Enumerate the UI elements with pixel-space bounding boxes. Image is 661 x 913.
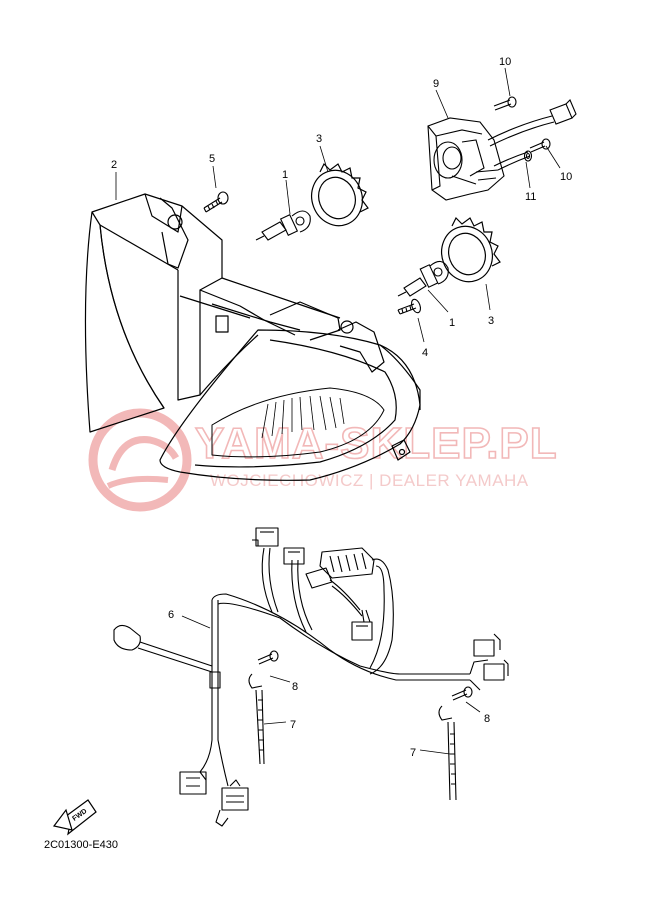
callout-6: 6 bbox=[168, 609, 174, 621]
callout-8-left: 8 bbox=[292, 681, 298, 693]
screw-5 bbox=[203, 191, 229, 213]
wire-harness bbox=[113, 527, 509, 827]
callout-5: 5 bbox=[209, 153, 215, 165]
callout-labels: 2 5 1 3 9 10 10 11 1 3 4 6 8 7 8 7 bbox=[111, 56, 572, 759]
bulb-socket-ring-lower bbox=[441, 216, 501, 283]
screw-10-upper bbox=[493, 96, 517, 111]
callout-10-lower: 10 bbox=[560, 171, 572, 183]
callout-10-upper: 10 bbox=[499, 56, 511, 68]
callout-1-upper: 1 bbox=[282, 169, 288, 181]
callout-2: 2 bbox=[111, 159, 117, 171]
callout-3-upper: 3 bbox=[316, 133, 322, 145]
headlight-bulb-upper bbox=[255, 210, 311, 241]
washer-11 bbox=[523, 150, 533, 162]
callout-7-right: 7 bbox=[410, 747, 416, 759]
diagram-code: 2C01300-E430 bbox=[44, 839, 118, 851]
callout-1-lower: 1 bbox=[449, 317, 455, 329]
callout-3-lower: 3 bbox=[488, 315, 494, 327]
cable-tie-left bbox=[248, 673, 265, 765]
watermark-dealer-text: WOJCIECHOWICZ | DEALER YAMAHA bbox=[210, 471, 529, 490]
watermark: YAMA-SKLEP.PL WOJCIECHOWICZ | DEALER YAM… bbox=[88, 408, 558, 512]
callout-8-right: 8 bbox=[484, 713, 490, 725]
callout-9: 9 bbox=[433, 78, 439, 90]
bulb-socket-ring-upper bbox=[311, 162, 369, 227]
callout-7-left: 7 bbox=[290, 719, 296, 731]
position-light-unit bbox=[427, 99, 577, 201]
leader-lines bbox=[115, 67, 561, 755]
screw-8-left bbox=[257, 650, 279, 665]
screw-10-lower bbox=[529, 138, 551, 153]
forward-arrow-icon: FWD bbox=[52, 799, 97, 836]
callout-4: 4 bbox=[422, 347, 428, 359]
callout-11: 11 bbox=[525, 191, 536, 203]
screw-8-right bbox=[451, 686, 473, 701]
headlight-housing bbox=[84, 193, 421, 481]
watermark-logo-icon bbox=[88, 408, 192, 512]
screw-4 bbox=[397, 298, 422, 315]
cable-tie-right bbox=[438, 705, 457, 801]
headlight-bulb-lower bbox=[397, 260, 449, 297]
watermark-brand-text: YAMA-SKLEP.PL bbox=[195, 419, 558, 468]
